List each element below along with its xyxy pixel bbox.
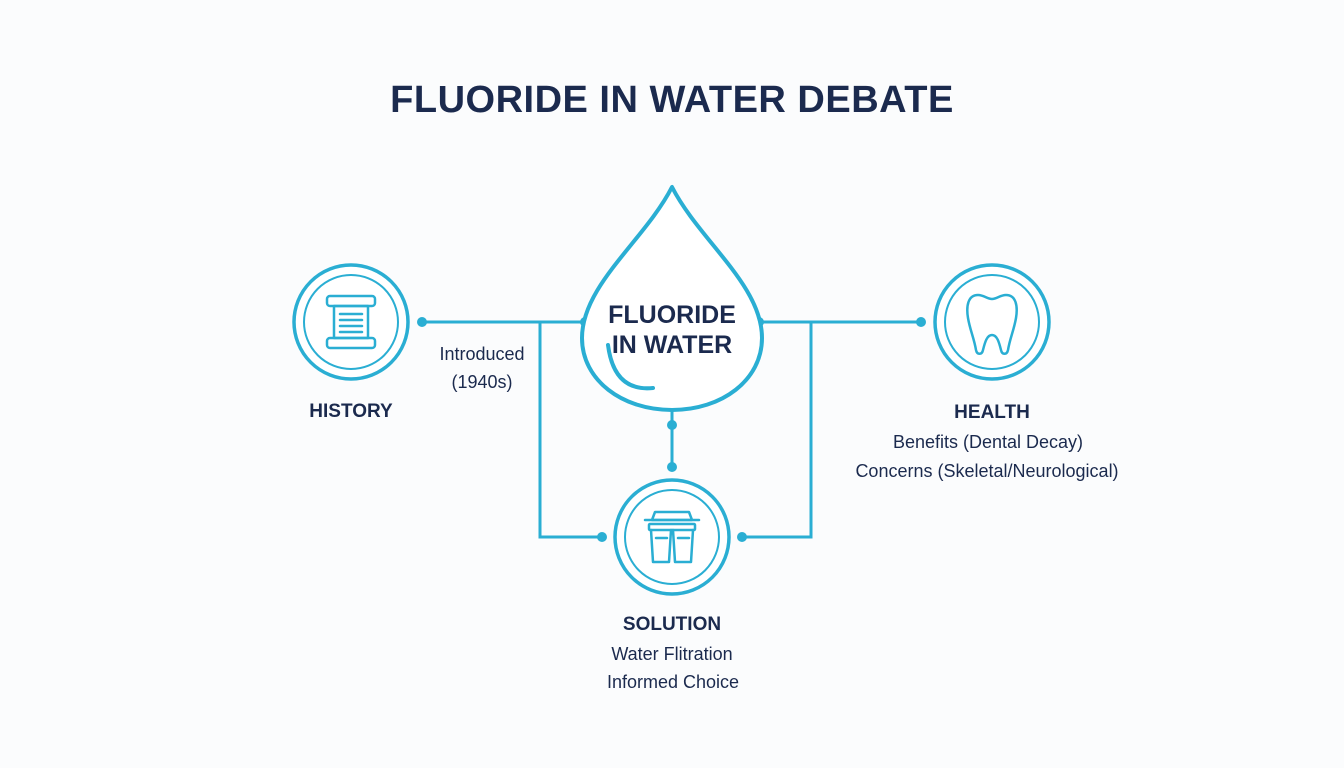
- health-inner-ring: [944, 274, 1040, 370]
- health-detail-line1: Benefits (Dental Decay): [893, 432, 1083, 452]
- scroll-icon: [325, 294, 377, 350]
- solution-detail-line1: Water Flitration: [611, 644, 732, 664]
- history-label: HISTORY: [309, 401, 393, 422]
- history-outer-ring: [292, 263, 410, 381]
- connector-dot: [417, 317, 427, 327]
- solution-node: SOLUTION Water Flitration Informed Choic…: [607, 478, 739, 692]
- connector-dot: [667, 420, 677, 430]
- connector-history-solution: [538, 322, 602, 539]
- diagram-title: FLUORIDE IN WATER DEBATE: [390, 79, 954, 121]
- solution-label: SOLUTION: [623, 614, 721, 635]
- connector-health-solution: [742, 322, 813, 539]
- connector-dots: [417, 317, 926, 542]
- water-filter-icon: [643, 510, 701, 564]
- water-drop-icon: [580, 185, 764, 412]
- history-detail-line2: (1940s): [451, 372, 512, 392]
- history-inner-ring: [303, 274, 399, 370]
- center-node: FLUORIDE IN WATER: [580, 185, 764, 412]
- history-node: HISTORY Introduced (1940s): [292, 263, 525, 422]
- connector-dot: [597, 532, 607, 542]
- solution-detail-line2: Informed Choice: [607, 672, 739, 692]
- solution-outer-ring: [613, 478, 731, 596]
- connectors: [422, 320, 921, 539]
- center-label-line1: FLUORIDE: [608, 301, 736, 329]
- solution-inner-ring: [624, 489, 720, 585]
- health-outer-ring: [933, 263, 1051, 381]
- connector-dot: [667, 462, 677, 472]
- health-node: HEALTH Benefits (Dental Decay) Concerns …: [855, 263, 1119, 481]
- center-label-line2: IN WATER: [612, 331, 732, 359]
- drop-inner-arc: [606, 343, 655, 391]
- connector-dot: [916, 317, 926, 327]
- health-label: HEALTH: [954, 402, 1030, 423]
- tooth-icon: [966, 293, 1018, 355]
- health-detail-line2: Concerns (Skeletal/Neurological): [855, 461, 1118, 481]
- connector-dot: [737, 532, 747, 542]
- history-detail-line1: Introduced: [439, 344, 524, 364]
